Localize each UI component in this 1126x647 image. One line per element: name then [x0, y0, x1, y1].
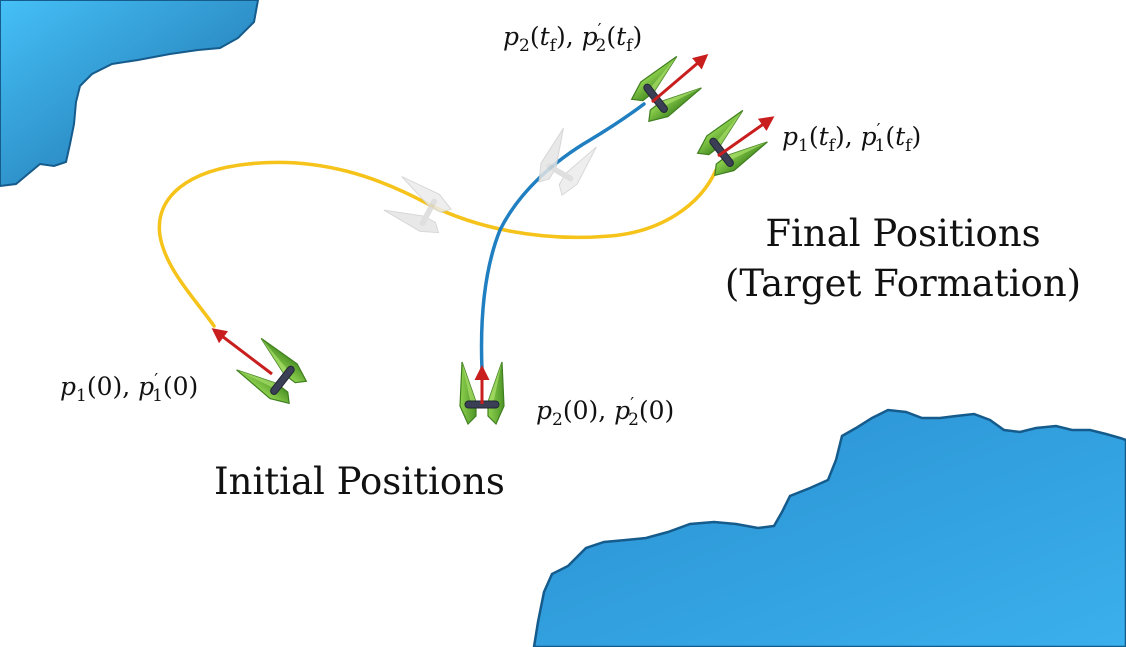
initial-positions-heading: Initial Positions: [214, 460, 505, 503]
heading-arrow-icon: [717, 116, 775, 158]
final-positions-heading-line2: (Target Formation): [724, 262, 1082, 306]
trajectory-vehicle-2: [479, 102, 646, 372]
ghost-vehicle-icon: [382, 174, 456, 240]
label-p1-start: p1(0), p′1(0): [60, 370, 199, 406]
vehicle-icon: [692, 108, 770, 183]
label-p2-final: p2(tf), p′2(tf): [503, 20, 643, 56]
final-positions-heading-line1: Final Positions: [765, 212, 1041, 255]
final-positions-heading: Final Positions (Target Formation): [708, 212, 1098, 307]
heading-arrow-icon: [651, 54, 709, 104]
heading-arrow-icon: [211, 328, 273, 376]
label-p2-start: p2(0), p′2(0): [536, 394, 675, 430]
water-body-bottom-right: [532, 408, 1126, 647]
water-body-top-left: [0, 0, 260, 188]
ghost-vehicle-icon: [531, 126, 599, 200]
vehicle-icon: [234, 336, 312, 411]
trajectory-vehicle-1: [157, 160, 718, 328]
label-p1-final: p1(tf), p′1(tf): [782, 120, 922, 156]
